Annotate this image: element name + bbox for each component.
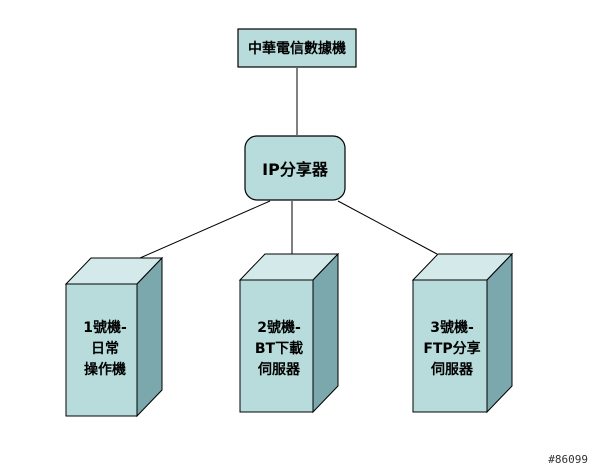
connector-router-server1 (139, 200, 271, 259)
server3-label: 3號機- FTP分享 伺服器 (423, 319, 481, 378)
server1-label: 1號機- 日常 操作機 (83, 319, 127, 378)
server3-box (411, 252, 514, 414)
server2-box (238, 252, 340, 414)
modem-box (237, 28, 357, 68)
watermark: #86099 (548, 453, 588, 466)
modem-label: 中華電信數據機 (248, 41, 346, 57)
server1-box (64, 256, 164, 418)
router-box (244, 135, 346, 201)
router-label: IP分享器 (262, 160, 328, 179)
connector-router-server3 (337, 200, 438, 255)
server2-label: 2號機- BT下載 伺服器 (254, 319, 304, 378)
